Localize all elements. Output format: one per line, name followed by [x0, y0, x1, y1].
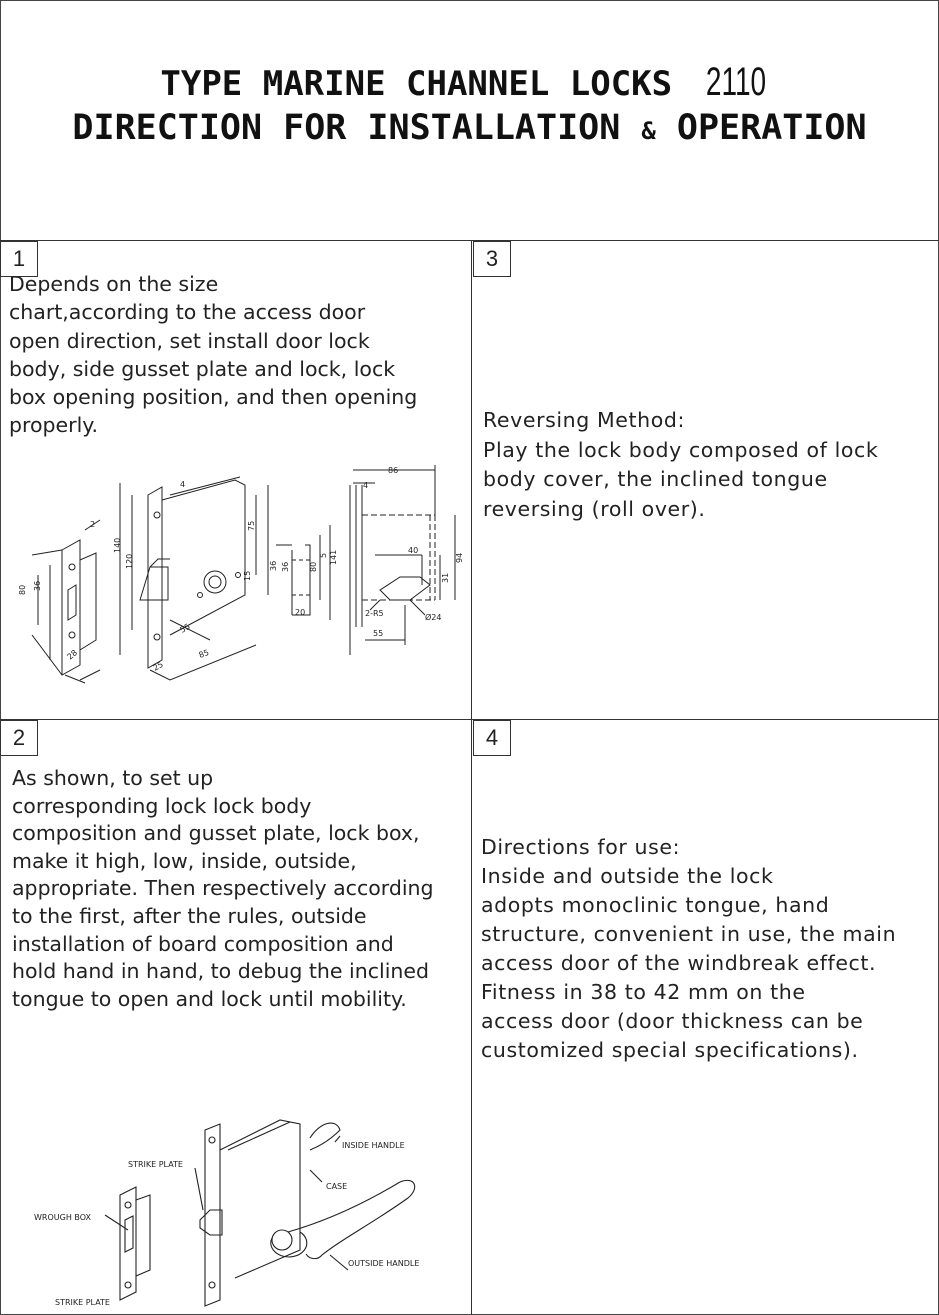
svg-text:25: 25 — [152, 660, 165, 673]
svg-text:120: 120 — [125, 554, 134, 569]
model-number: 2110 — [705, 60, 766, 104]
svg-text:2: 2 — [90, 520, 95, 529]
ampersand: & — [641, 117, 656, 145]
svg-text:94: 94 — [455, 553, 464, 563]
section-4-number: 4 — [473, 720, 511, 756]
svg-text:140: 140 — [113, 538, 122, 553]
section-2-number: 2 — [0, 720, 38, 756]
svg-text:85: 85 — [198, 648, 211, 660]
svg-text:80: 80 — [18, 585, 27, 595]
svg-text:141: 141 — [329, 550, 338, 565]
svg-text:36: 36 — [281, 562, 290, 572]
section-2-text: As shown, to set up corresponding lock l… — [12, 766, 434, 1011]
svg-text:36: 36 — [33, 581, 42, 591]
svg-text:20: 20 — [295, 608, 305, 617]
divider-vertical — [471, 240, 472, 1315]
title-direction: DIRECTION FOR INSTALLATION — [72, 108, 621, 148]
divider-top — [0, 240, 939, 241]
svg-text:5: 5 — [319, 553, 328, 558]
svg-text:80: 80 — [309, 562, 318, 572]
svg-text:2-R5: 2-R5 — [365, 609, 384, 618]
title-line-2: DIRECTION FOR INSTALLATION & OPERATION — [0, 108, 939, 148]
label-wrough-box: WROUGH BOX — [34, 1213, 92, 1222]
svg-text:15: 15 — [243, 571, 252, 581]
label-inside-handle: INSIDE HANDLE — [342, 1141, 405, 1150]
svg-text:4: 4 — [363, 481, 368, 490]
section-4-text: Directions for use: Inside and outside t… — [481, 835, 897, 1062]
svg-text:Ø24: Ø24 — [425, 612, 441, 622]
svg-text:55: 55 — [179, 622, 192, 635]
svg-text:40: 40 — [408, 546, 418, 555]
section-3-text: Reversing Method: Play the lock body com… — [483, 408, 879, 521]
lock-assembly-drawing: INSIDE HANDLE STRIKE PLATE CASE WROUGH B… — [34, 1119, 419, 1307]
svg-text:55: 55 — [373, 629, 383, 638]
divider-middle — [0, 719, 939, 720]
svg-text:36: 36 — [269, 561, 278, 571]
svg-text:75: 75 — [247, 521, 256, 531]
title-line-1: TYPE MARINE CHANNEL LOCKS 2110 — [0, 60, 939, 105]
svg-text:86: 86 — [388, 466, 398, 475]
svg-text:4: 4 — [180, 480, 185, 489]
lock-dimension-drawing: 86 4 40 31 94 2-R5 Ø24 55 20 36 80 5 141… — [18, 465, 464, 684]
label-outside-handle: OUTSIDE HANDLE — [348, 1259, 419, 1268]
title-text: TYPE MARINE CHANNEL LOCKS — [160, 64, 673, 104]
svg-text:31: 31 — [441, 573, 450, 583]
section-1-number: 1 — [0, 241, 38, 277]
title-operation: OPERATION — [676, 108, 867, 148]
label-strike-plate-top: STRIKE PLATE — [128, 1160, 183, 1169]
section-1-text: Depends on the size chart,according to t… — [9, 272, 418, 438]
label-case: CASE — [326, 1182, 347, 1191]
section-3-number: 3 — [473, 241, 511, 277]
svg-text:28: 28 — [66, 648, 80, 661]
label-strike-plate-bottom: STRIKE PLATE — [55, 1298, 110, 1307]
